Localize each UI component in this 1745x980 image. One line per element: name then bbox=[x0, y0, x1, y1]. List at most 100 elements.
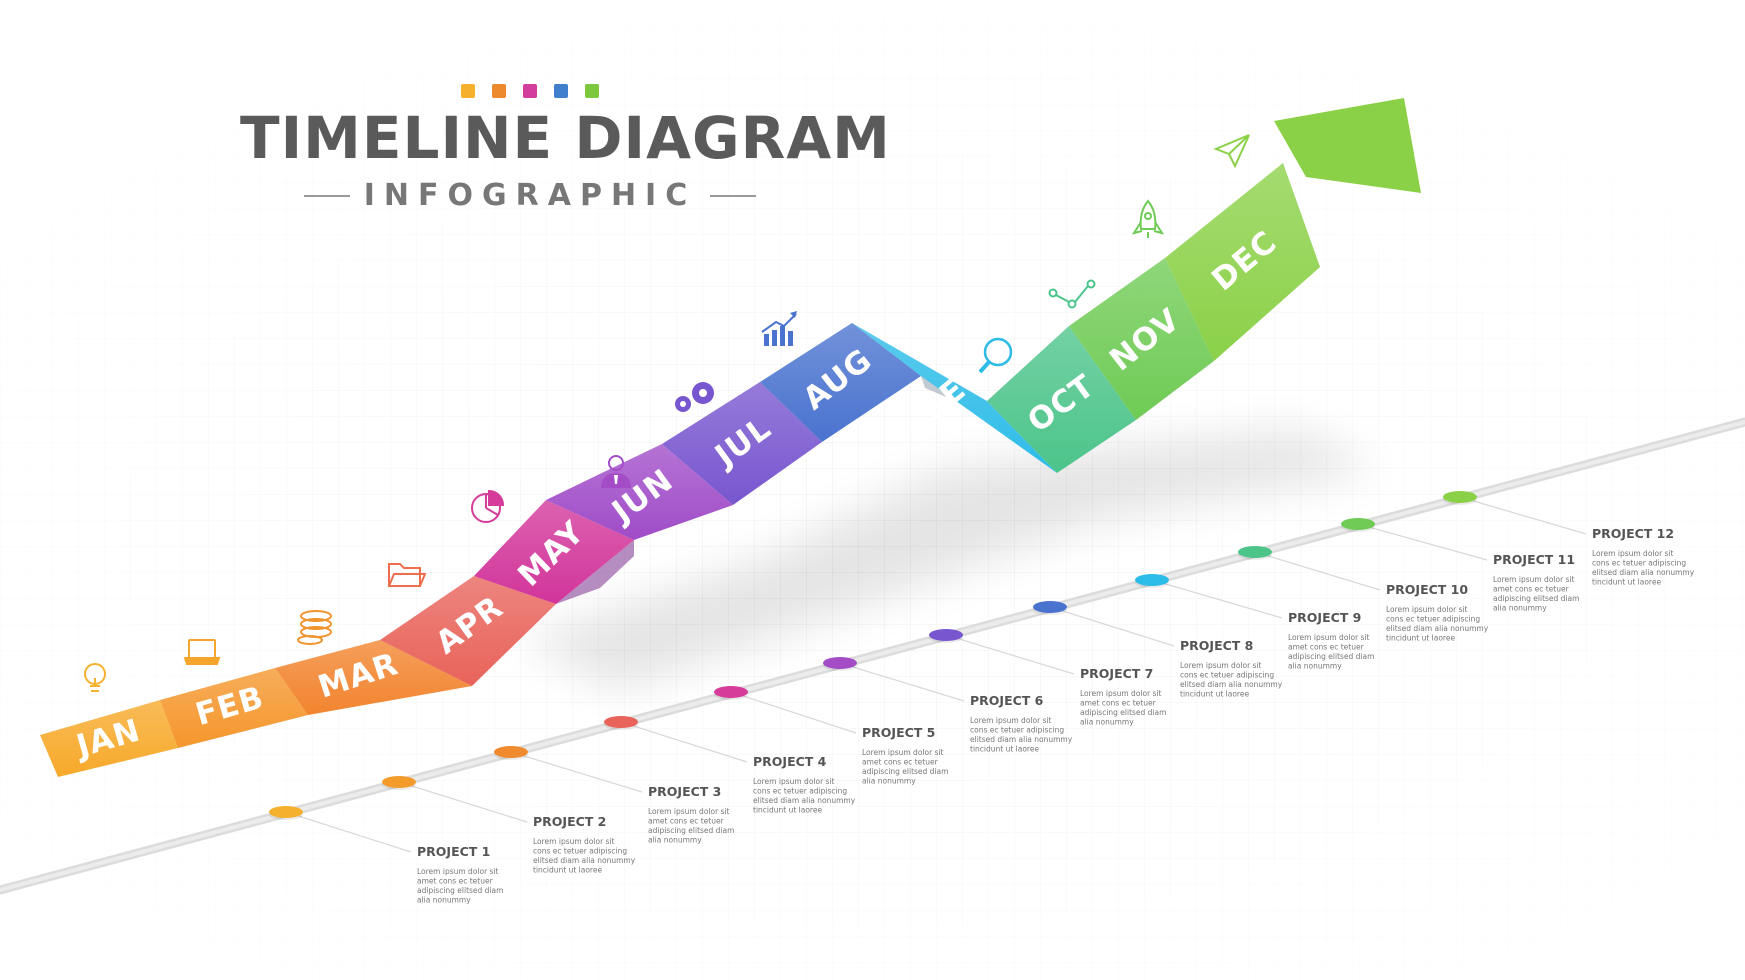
project-description-line: Lorem ipsum dolor sit bbox=[1493, 575, 1575, 584]
user-icon bbox=[601, 455, 631, 488]
project-description-line: adipiscing elitsed diam bbox=[1288, 652, 1374, 661]
project-description-line: Lorem ipsum dolor sit bbox=[1080, 689, 1162, 698]
project-title: PROJECT 11 bbox=[1493, 552, 1575, 567]
project-description-line: adipiscing elitsed diam bbox=[648, 826, 734, 835]
leader-line bbox=[945, 634, 1075, 675]
network-icon bbox=[1048, 279, 1096, 309]
project-description-line: elitsed diam alia nonummy bbox=[1386, 624, 1489, 633]
project-dot bbox=[1033, 601, 1067, 613]
project-title: PROJECT 1 bbox=[417, 844, 490, 859]
coins-icon bbox=[297, 610, 332, 645]
project-description-line: adipiscing elitsed diam bbox=[1493, 594, 1579, 603]
project-description-line: elitsed diam alia nonummy bbox=[1592, 568, 1695, 577]
project-description-line: Lorem ipsum dolor sit bbox=[970, 716, 1052, 725]
project-description-line: amet cons ec tetuer bbox=[1080, 699, 1157, 708]
subtitle-row: INFOGRAPHIC bbox=[240, 178, 820, 213]
ribbon-shine bbox=[987, 326, 1136, 473]
project-dot bbox=[823, 657, 857, 669]
leader-line bbox=[1049, 606, 1175, 647]
lightbulb-icon bbox=[84, 663, 106, 692]
project-description-line: tincidunt ut laoree bbox=[1180, 690, 1249, 699]
project-title: PROJECT 7 bbox=[1080, 666, 1153, 681]
project-description-line: cons ec tetuer adipiscing bbox=[970, 726, 1064, 735]
project-description-line: alia nonummy bbox=[417, 896, 471, 905]
swatch bbox=[492, 84, 506, 98]
project-description-line: alia nonummy bbox=[648, 836, 702, 845]
project-description-line: cons ec tetuer adipiscing bbox=[1592, 559, 1686, 568]
project-title: PROJECT 8 bbox=[1180, 638, 1253, 653]
leader-line bbox=[1254, 551, 1381, 591]
project-title: PROJECT 2 bbox=[533, 814, 606, 829]
leader-line bbox=[285, 811, 412, 853]
project-description-line: tincidunt ut laoree bbox=[1592, 578, 1661, 587]
project-dot bbox=[604, 716, 638, 728]
ribbon-shine bbox=[760, 323, 921, 442]
title-block: TIMELINE DIAGRAM INFOGRAPHIC bbox=[240, 84, 891, 213]
folder-icon bbox=[388, 563, 427, 587]
leader-line bbox=[620, 721, 748, 763]
ribbon-shine bbox=[474, 500, 634, 604]
swatch bbox=[461, 84, 475, 98]
magnifier-icon bbox=[978, 337, 1013, 374]
ribbon-shine bbox=[40, 700, 178, 777]
gears-icon bbox=[675, 382, 714, 412]
project-description-line: Lorem ipsum dolor sit bbox=[533, 837, 615, 846]
project-description-line: amet cons ec tetuer bbox=[862, 758, 939, 767]
project-description-line: amet cons ec tetuer bbox=[1493, 585, 1570, 594]
page-subtitle: INFOGRAPHIC bbox=[363, 178, 697, 213]
project-description-line: alia nonummy bbox=[862, 777, 916, 786]
ribbon-shine bbox=[1069, 258, 1214, 420]
ribbon-shine bbox=[275, 640, 472, 715]
project-dot bbox=[714, 686, 748, 698]
project-description-line: tincidunt ut laoree bbox=[1386, 634, 1455, 643]
project-title: PROJECT 12 bbox=[1592, 526, 1674, 541]
project-description-line: Lorem ipsum dolor sit bbox=[1592, 549, 1674, 558]
ribbon-shine bbox=[546, 444, 733, 540]
project-description-line: alia nonummy bbox=[1080, 718, 1134, 727]
project-description-line: Lorem ipsum dolor sit bbox=[1180, 661, 1262, 670]
project-description-line: elitsed diam alia nonummy bbox=[970, 735, 1073, 744]
ribbon-shine bbox=[1165, 163, 1320, 361]
project-description-line: adipiscing elitsed diam bbox=[1080, 708, 1166, 717]
month-icons bbox=[84, 134, 1250, 692]
project-description-line: Lorem ipsum dolor sit bbox=[417, 867, 499, 876]
swatch bbox=[585, 84, 599, 98]
project-description-line: tincidunt ut laoree bbox=[970, 745, 1039, 754]
project-title: PROJECT 5 bbox=[862, 725, 935, 740]
project-dot bbox=[1135, 574, 1169, 586]
leader-line bbox=[1459, 496, 1587, 535]
project-description-line: Lorem ipsum dolor sit bbox=[862, 748, 944, 757]
project-description-line: amet cons ec tetuer bbox=[1288, 643, 1365, 652]
project-description-line: elitsed diam alia nonummy bbox=[533, 856, 636, 865]
pie-chart-icon bbox=[471, 489, 505, 523]
ribbon-shadow bbox=[520, 430, 1380, 690]
project-description-line: cons ec tetuer adipiscing bbox=[753, 787, 847, 796]
page-title: TIMELINE DIAGRAM bbox=[240, 104, 891, 172]
project-description-line: Lorem ipsum dolor sit bbox=[1386, 605, 1468, 614]
project-description-line: cons ec tetuer adipiscing bbox=[1386, 615, 1480, 624]
growth-chart-icon bbox=[761, 311, 797, 346]
project-description-line: cons ec tetuer adipiscing bbox=[1180, 671, 1274, 680]
project-description-line: Lorem ipsum dolor sit bbox=[648, 807, 730, 816]
project-dot bbox=[1443, 491, 1477, 503]
project-description-line: cons ec tetuer adipiscing bbox=[533, 847, 627, 856]
leader-line bbox=[510, 751, 643, 793]
paper-plane-icon bbox=[1213, 134, 1250, 169]
leader-line bbox=[730, 691, 857, 734]
ground-track bbox=[0, 417, 1745, 895]
swatch bbox=[523, 84, 537, 98]
project-title: PROJECT 3 bbox=[648, 784, 721, 799]
leader-line bbox=[1151, 579, 1283, 619]
